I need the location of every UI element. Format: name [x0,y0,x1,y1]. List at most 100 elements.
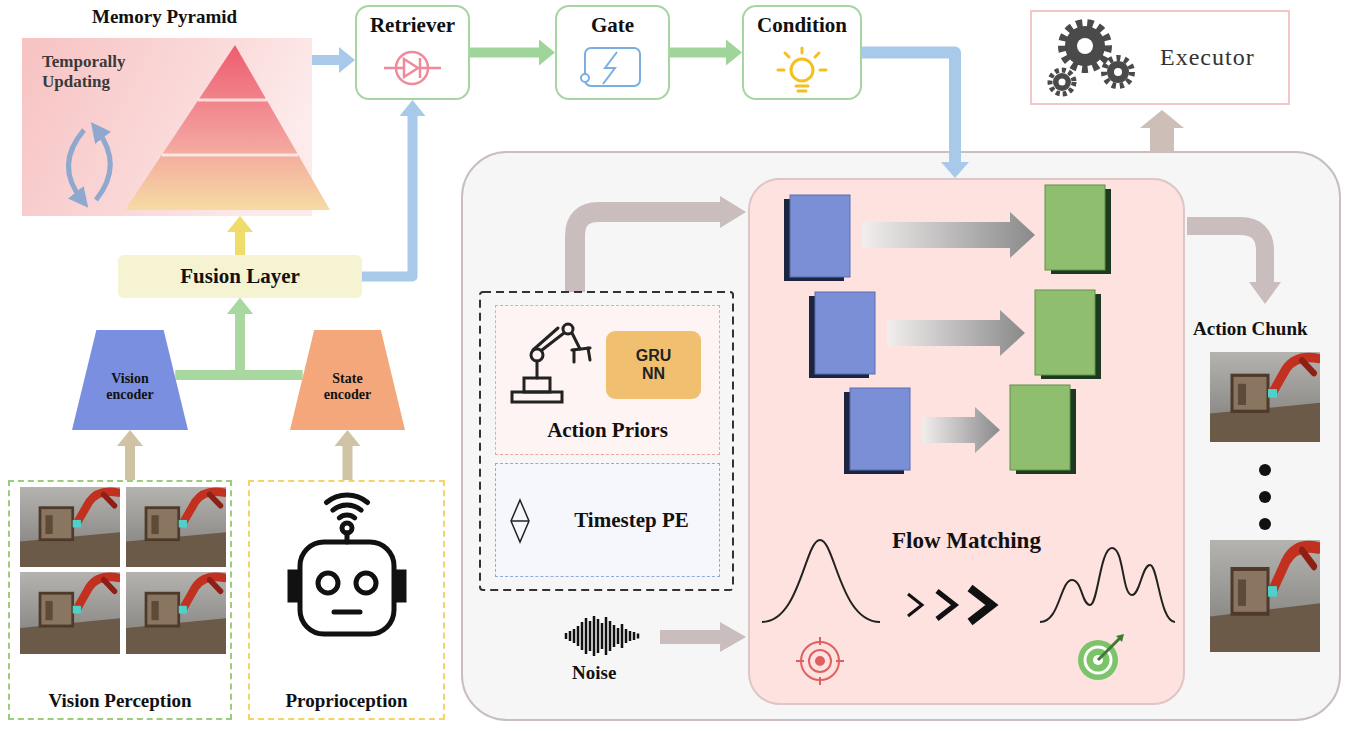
green-panels [1045,185,1105,270]
gate-box: Gate [555,5,670,100]
retriever-icon [404,59,418,77]
action-chunk-frames [1259,491,1271,503]
source-target-icon [796,660,804,662]
noise-arrow [660,622,746,652]
node-label: Gate [591,13,634,37]
connector-line [343,445,353,480]
action-chunk-frames [1259,518,1271,530]
chevrons [970,588,992,622]
robot-arm-icon [536,361,539,378]
noise-waveform [566,616,638,656]
executor-arrow [1140,110,1184,128]
policy-container [462,152,1340,720]
robot-icon [290,495,404,634]
arrow-head [227,216,253,232]
memory-pyramid: Memory PyramidTemporally Updating [22,38,312,216]
robot-arm-icon [524,378,550,392]
robot-icon [356,573,376,593]
arrow-head [227,298,253,314]
bulb-icon [798,90,806,93]
source-target-icon [809,650,831,672]
noise-label: Noise [572,662,616,684]
chevrons [937,591,955,619]
robot-arm-icon [588,348,590,360]
gears-icon [1077,38,1093,54]
robot-icon [300,542,394,634]
retriever-box: Retriever [355,5,470,100]
timestep-icon [511,520,529,522]
bulb-icon [820,69,826,72]
bulb-icon [796,85,808,88]
arrow-head [335,430,361,446]
arrow-head [400,100,426,116]
executor-arrow [1150,128,1174,152]
fusion-layer: Fusion Layer [118,255,362,298]
flow-arrows [887,310,1025,356]
priors-arrow [575,196,746,292]
green-panels [1035,290,1095,375]
gate-icon [603,52,617,84]
chunk-arrow [1187,226,1281,304]
flow-arrows [862,212,1035,258]
gears-icon [1107,61,1129,83]
node-label: Flow Matching [892,528,1041,554]
connector-line [175,313,240,375]
memory-pyramid-art [198,99,267,102]
goal-target-icon [1078,634,1124,680]
flow-arrows [862,212,1035,453]
proprioception: Proprioception [248,480,445,720]
action-chunk-frames [1210,352,1320,652]
connector [117,430,143,480]
chunk-arrow [1249,282,1281,304]
retriever-icon [384,67,404,70]
blue-panels [850,388,910,470]
arrow-head [117,430,143,446]
node-label: Fusion Layer [180,264,300,288]
action-chunk-frames [1259,464,1271,476]
robot-arm-icon [512,324,590,402]
action-priors: Action PriorsGRU NN [495,305,720,455]
timestep-fill [495,463,720,577]
action-chunk-frames [1210,540,1320,652]
retriever-icon [420,67,441,70]
node-label: Retriever [370,13,455,37]
gears-icon [1104,58,1132,86]
gate-icon [581,74,589,82]
gears-icon [1062,23,1108,69]
source-target-icon [816,657,824,665]
gears-icon [1059,79,1066,86]
connector [470,40,555,66]
noise-arrow [720,622,746,652]
source-target-icon [796,637,844,685]
connector [670,40,742,66]
robot-arm-icon [533,328,558,350]
timestep-icon [511,500,529,542]
node-label: Vision encoder [98,371,162,403]
robot-arm-icon [572,333,580,349]
robot-arm-icon [542,333,564,350]
multimodal-curve [1040,548,1175,622]
gaussian-curve [762,540,880,622]
robot-icon [396,572,404,600]
camera-frames [126,487,226,567]
camera-frames [20,487,226,654]
node-label: Vision Perception [48,690,191,712]
arrow-head [539,40,555,66]
node-label: Executor [1160,44,1255,72]
state-encoder: State encoder [290,330,405,430]
goal-target-icon [1116,634,1124,642]
bulb-icon [778,48,826,91]
connector [227,216,253,255]
connector-line [240,313,303,375]
bulb-icon [815,53,819,57]
source-target-icon [836,660,844,662]
connector-line [862,53,955,164]
chunk-arrow [1187,226,1265,282]
priors-arrow [720,196,746,228]
gru-box: GRU NN [606,331,701,399]
node-label: State encoder [316,371,380,403]
robot-icon [290,572,298,600]
memory-pyramid-art [162,154,298,157]
node-label: GRU NN [628,347,680,384]
